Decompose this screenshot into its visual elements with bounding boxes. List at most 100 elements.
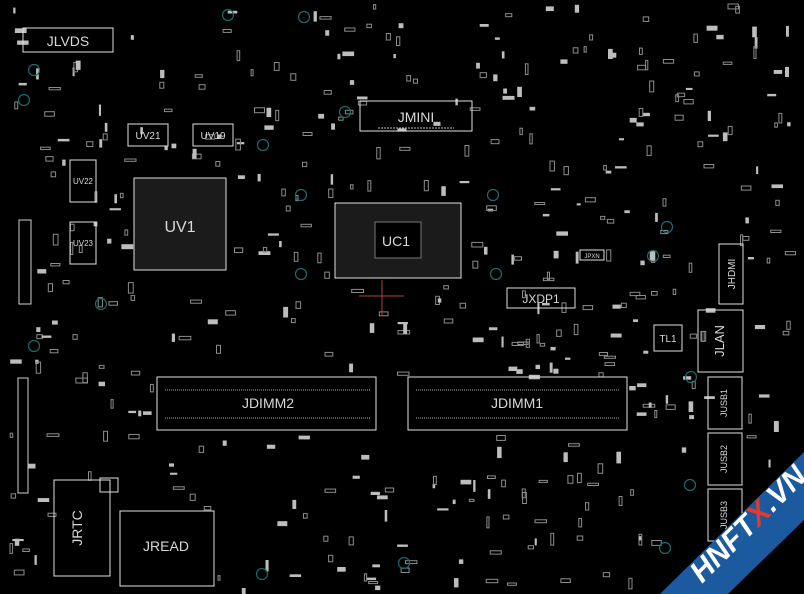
smd-component [553,368,559,374]
smd-component [103,430,108,442]
uc1-cpu-bga[interactable]: UC1 [334,202,462,279]
smd-component [357,96,368,100]
smd-component [194,74,203,78]
smd-component [603,164,607,171]
smd-component [222,29,232,33]
smd-component [542,213,550,217]
smd-component [479,72,487,79]
smd-component [14,538,20,546]
jmini-connector[interactable]: JMINI [359,100,473,132]
left-fpc-connector[interactable] [17,219,32,494]
smd-component [605,170,612,174]
smd-component [600,215,606,220]
smd-component [560,578,571,583]
smd-component [597,463,604,474]
smd-component [454,578,459,588]
smd-component [485,578,499,584]
smd-component [86,141,94,147]
jhdmi-label: JHDMI [727,259,738,290]
smd-component [338,116,344,121]
smd-component [649,80,655,93]
smd-component [487,489,491,499]
smd-component [37,498,50,502]
smd-component [399,146,411,151]
smd-component [583,46,587,53]
smd-component [266,444,276,449]
smd-component [464,145,470,157]
smd-component [130,370,141,376]
smd-component [397,544,408,547]
jusb1-port[interactable]: JUSB1 [707,376,743,430]
smd-component [638,536,642,541]
uv1-gpu-bga[interactable]: UV1 [133,177,227,271]
smd-component [536,334,540,344]
uv23-chip[interactable]: UV23 [69,221,97,265]
tl1-label: TL1 [659,334,677,345]
smd-component [377,495,388,500]
smd-component [443,285,449,290]
tl1-transformer[interactable]: TL1 [653,324,683,352]
smd-component [537,303,540,315]
smd-component [662,198,667,207]
smd-component [638,107,644,117]
jusb1-label: JUSB1 [719,389,729,417]
smd-component [773,70,783,74]
uv19-chip[interactable]: UV19 [192,123,234,147]
smd-component [216,344,221,354]
jpxn-connector[interactable]: JPXN [579,249,605,261]
smd-component [576,535,584,541]
jpxn-label: JPXN [584,254,599,260]
smd-component [486,205,497,211]
smd-component [786,25,789,37]
smd-component [46,433,60,437]
smd-component [693,33,698,43]
mounting-hole [256,138,270,152]
smd-component [681,447,687,453]
uv22-chip[interactable]: UV22 [69,159,97,203]
smd-component [585,502,590,511]
smd-component [75,60,81,70]
smd-component [267,233,279,236]
smd-component [47,512,57,517]
smd-component [318,113,325,119]
smd-component [489,550,502,555]
smd-component [9,543,14,554]
smd-component [775,199,780,206]
smd-component [241,588,246,594]
smd-component [513,256,523,261]
smd-component [78,245,83,253]
smd-component [610,333,622,338]
jdimm2-slot[interactable]: JDIMM2 [156,376,377,431]
smd-component [630,489,634,496]
smd-component [654,410,658,419]
uc1-label: UC1 [382,233,410,249]
smd-component [432,483,436,489]
smd-component [47,283,53,293]
jhdmi-port[interactable]: JHDMI [718,243,744,305]
smd-component [642,16,650,22]
smd-component [612,304,621,309]
jdimm1-slot[interactable]: JDIMM1 [407,376,628,431]
jusb2-port[interactable]: JUSB2 [707,432,743,486]
jlan-port[interactable]: JLAN [697,309,744,373]
smd-component [262,246,268,253]
smd-component [568,443,580,447]
smd-component [41,335,52,338]
smd-component [324,351,334,357]
smd-component [121,244,134,250]
jread-cardreader[interactable]: JREAD [119,510,215,587]
jlvds-connector[interactable]: JLVDS [22,27,114,53]
smd-component [770,229,782,233]
uv21-chip[interactable]: UV21 [127,123,169,147]
smd-component [119,192,124,199]
smd-component [369,323,375,333]
smd-component [706,25,718,31]
smd-component [535,364,540,370]
smd-component [479,24,489,27]
jrtc-battery[interactable]: JRTC [53,477,119,577]
mounting-hole [658,541,672,555]
smd-component [22,548,30,552]
jxdp1-connector[interactable]: JXDP1 [506,287,576,309]
smd-component [70,241,74,255]
smd-component [130,295,136,301]
